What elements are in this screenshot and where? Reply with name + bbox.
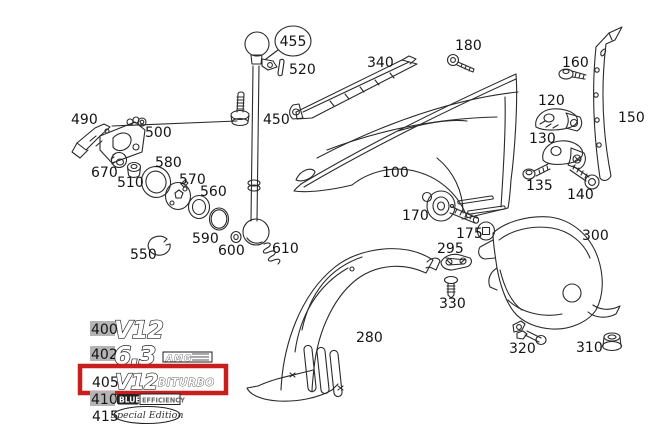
fender-100-part: [293, 73, 519, 220]
part-label-560: 560: [200, 184, 227, 200]
part-label-135: 135: [526, 178, 553, 194]
badge-emblem-blue: BLUE: [119, 396, 140, 405]
part-label-670: 670: [91, 165, 118, 181]
bolt-140-part: [569, 164, 600, 190]
part-label-175: 175: [456, 226, 483, 242]
trim-strip-340-part: [289, 55, 418, 120]
screw-160-part: [558, 68, 587, 80]
ring-580-part: [140, 166, 172, 198]
efficiency-box: [139, 393, 181, 405]
special-edition-oval: [113, 405, 181, 425]
part-label-320: 320: [509, 341, 536, 357]
part-labels: 455 520 450 340 180 160 150 120 130 135 …: [71, 34, 645, 357]
callout-circle-455: [274, 25, 312, 57]
badge-ref-400: 400: [91, 322, 118, 338]
ring-560-part: [187, 194, 211, 220]
liner-280-part: [246, 248, 441, 402]
badge-row-410: 410 BLUE EFFICIENCY: [90, 391, 185, 408]
bolt-500-part: [230, 91, 250, 127]
badge-emblem-efficiency: EFFICIENCY: [142, 397, 185, 405]
badge-row-405-highlighted: 405 V12 BITURBO: [77, 363, 229, 396]
liner-300-part: [478, 216, 621, 330]
ref-highlight-400: [90, 321, 115, 336]
circlip-550-part: [147, 235, 171, 256]
part-label-310: 310: [576, 340, 603, 356]
part-label-590: 590: [192, 231, 219, 247]
part-label-280: 280: [356, 330, 383, 346]
badge-ref-402: 402: [91, 347, 118, 363]
grommet-600-part: [230, 230, 242, 244]
badge-ref-415: 415: [92, 409, 119, 425]
bolt-320-part: [512, 320, 547, 346]
ref-highlight-410: [90, 391, 115, 406]
spring-610-part: [262, 242, 281, 265]
part-label-130: 130: [529, 131, 556, 147]
badge-ref-410: 410: [91, 392, 118, 408]
bushing-510-part: [126, 161, 142, 178]
pin-520-part: [277, 58, 285, 77]
badge-list: 400 V12 402 6.3 AMG 405 V12 BITURBO 410 …: [77, 315, 229, 425]
highlight-box-405: [77, 363, 229, 396]
badge-row-415: 415 Special Edition: [92, 405, 184, 425]
blue-chip: [117, 394, 139, 405]
ref-highlight-402: [90, 346, 115, 361]
part-label-550: 550: [130, 247, 157, 263]
bracket-490-part: [71, 116, 238, 164]
part-label-150: 150: [618, 110, 645, 126]
part-label-140: 140: [567, 187, 594, 203]
plate-570-part: [164, 179, 192, 211]
badge-row-400: 400 V12: [90, 315, 165, 345]
part-label-170: 170: [402, 208, 429, 224]
part-label-330: 330: [439, 296, 466, 312]
amg-stripes: [191, 353, 209, 361]
amg-strip: [162, 351, 213, 363]
part-label-120: 120: [538, 93, 565, 109]
part-label-450: 450: [263, 112, 290, 128]
part-label-340: 340: [367, 55, 394, 71]
part-label-160: 160: [562, 55, 589, 71]
part-label-455: 455: [280, 34, 307, 50]
bracket-295-part: [440, 253, 472, 271]
part-label-295: 295: [437, 241, 464, 257]
antenna-assembly: [242, 25, 312, 265]
part-label-580: 580: [155, 155, 182, 171]
badge-emblem-v12: V12: [114, 316, 163, 344]
bolt-135-part: [522, 163, 551, 180]
part-label-600: 600: [218, 243, 245, 259]
part-label-100: 100: [382, 165, 409, 181]
badge-ref-405: 405: [92, 375, 119, 391]
part-label-510: 510: [117, 175, 144, 191]
badge-emblem-amg: AMG: [165, 354, 192, 364]
part-label-500: 500: [145, 125, 172, 141]
part-label-300: 300: [582, 228, 609, 244]
screw-330-part: [443, 275, 459, 299]
nut-310-part: [601, 332, 623, 352]
grommet-670-part: [110, 151, 128, 169]
part-label-490: 490: [71, 112, 98, 128]
ring-590-part: [208, 207, 230, 231]
part-label-520: 520: [289, 62, 316, 78]
strip-150-part: [593, 26, 623, 181]
part-label-570: 570: [179, 172, 206, 188]
badge-emblem-special-edition: Special Edition: [110, 410, 183, 421]
bolt-180-part: [446, 53, 475, 73]
part-label-610: 610: [272, 241, 299, 257]
badge-emblem-biturbo: BITURBO: [158, 377, 215, 389]
badge-emblem-v12-biturbo: V12: [115, 370, 158, 394]
clamp-120-part: [535, 108, 583, 132]
bolt-170-part: [421, 190, 480, 224]
part-label-180: 180: [455, 38, 482, 54]
